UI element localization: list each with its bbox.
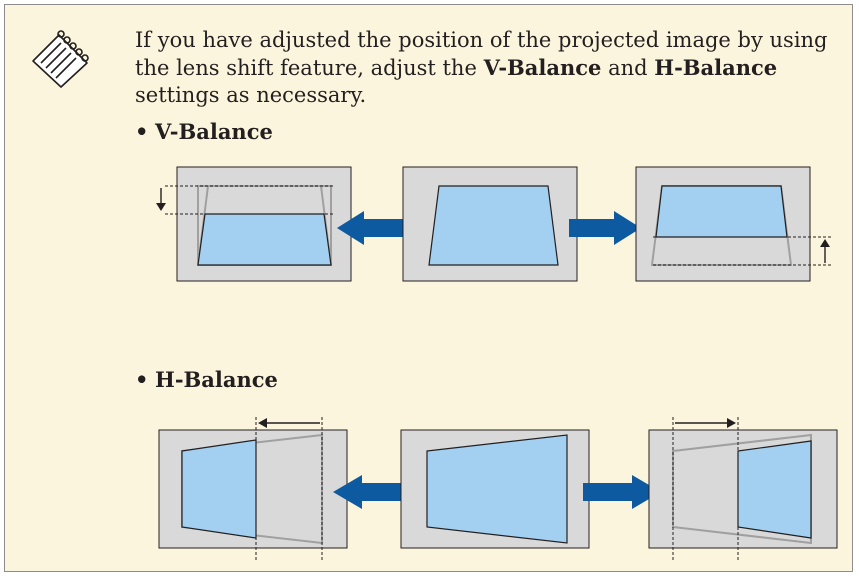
note-text-after: settings as necessary. (135, 83, 367, 107)
h-balance-label: H-Balance (155, 367, 278, 392)
arrow-right-icon (583, 475, 661, 509)
note-text-before: If you have adjusted the position of the… (135, 28, 828, 80)
bullet-dot: • (135, 367, 149, 392)
v-balance-label: V-Balance (155, 119, 273, 144)
note-text-and: and (601, 56, 655, 80)
note-paragraph: If you have adjusted the position of the… (135, 27, 835, 109)
h-balance-heading: •H-Balance (135, 366, 278, 393)
v-balance-term: V-Balance (483, 55, 602, 80)
h-balance-center-frame (400, 429, 590, 549)
h-balance-right-frame (648, 417, 838, 560)
h-balance-left-frame (158, 417, 348, 560)
arrow-right-small-icon (675, 418, 736, 428)
bullet-dot: • (135, 119, 149, 144)
v-balance-right-frame (635, 166, 831, 282)
h-balance-term: H-Balance (654, 55, 778, 80)
balance-diagrams (156, 166, 838, 560)
note-box: If you have adjusted the position of the… (4, 4, 853, 572)
arrow-left-icon (333, 475, 411, 509)
arrow-down-icon (156, 188, 166, 211)
v-balance-heading: •V-Balance (135, 118, 273, 145)
v-balance-center-frame (402, 166, 578, 282)
note-icon (32, 30, 89, 88)
arrow-right-icon (569, 211, 641, 245)
arrow-left-small-icon (258, 418, 320, 428)
arrow-up-icon (820, 239, 830, 263)
arrow-left-icon (337, 211, 413, 245)
v-balance-left-frame (156, 166, 352, 282)
